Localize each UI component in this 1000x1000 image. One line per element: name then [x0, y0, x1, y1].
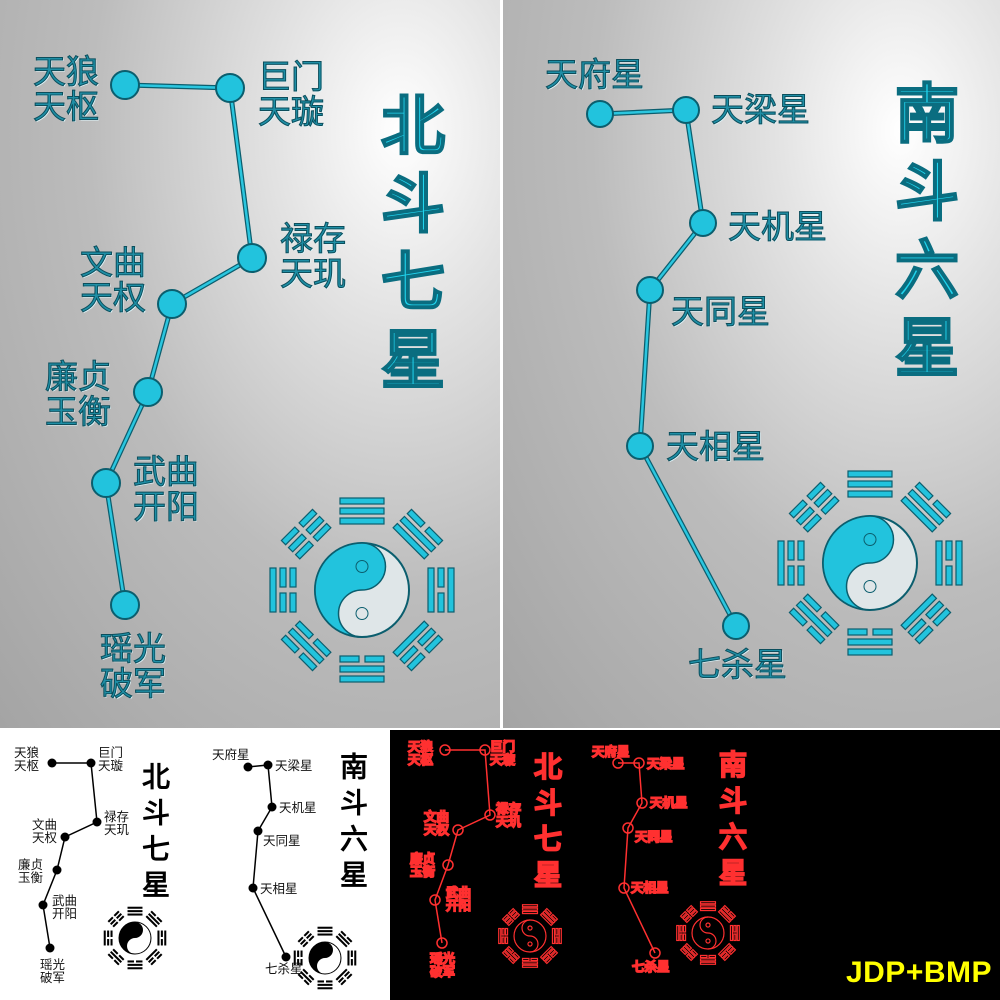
star-tianshu	[110, 70, 140, 100]
taiji-bagua-icon	[777, 470, 963, 656]
label-tianxuan: 巨门 天璇	[258, 57, 325, 131]
label-tianliang: 天梁星	[711, 90, 811, 129]
taiji-bagua-icon	[103, 906, 167, 970]
star-tianliang	[672, 96, 700, 124]
red-label-tianxiang: 天相星	[630, 880, 669, 895]
red-label-tianliang: 天梁星	[646, 756, 685, 771]
black-label-kaiyang: 武曲 开阳	[52, 893, 78, 922]
label-kaiyang: 武曲 开阳	[133, 452, 200, 526]
red-label-tiantong: 天同星	[634, 829, 673, 844]
star-tianji	[237, 243, 267, 273]
red-outline-panel: 天狼 天枢 巨门 天璇 禄存 天玑 文曲 天权 廉贞 玉衡 武曲 开阳 瑶光 破…	[390, 730, 1000, 1000]
taiji-bagua-icon	[498, 904, 562, 968]
star-tiantong	[636, 276, 664, 304]
black-label-tianquan: 文曲 天权	[32, 817, 58, 846]
red-label-yaoguang: 瑶光 破军	[429, 951, 456, 980]
red-south-title: 南斗六星	[714, 749, 749, 895]
black-label-yaoguang: 瑶光 破军	[40, 957, 66, 986]
label-qisha: 七杀星	[688, 645, 788, 684]
format-label: JDP+BMP	[845, 956, 992, 989]
black-label-tianliang: 天梁星	[275, 758, 313, 773]
label-tianxiang: 天相星	[666, 427, 766, 466]
red-label-tianshu: 天狼 天枢	[407, 739, 434, 768]
black-label-tianxiang: 天相星	[260, 881, 298, 896]
black-north-title: 北斗七星	[138, 762, 171, 906]
star-yaoguang	[110, 590, 140, 620]
red-label-tianxuan: 巨门 天璇	[489, 739, 516, 768]
star-kaiyang	[91, 468, 121, 498]
taiji-bagua-icon	[676, 901, 740, 965]
label-tiantong: 天同星	[671, 292, 771, 331]
red-label-kaiyang: 武曲 开阳	[445, 885, 472, 914]
north-title: 北斗七星	[369, 91, 446, 405]
north-dipper-metal-panel: 天狼 天枢 巨门 天璇 禄存 天玑 文曲 天权 廉贞 玉衡 武曲 开阳 瑶光 破…	[0, 0, 500, 728]
label-tianfu: 天府星	[545, 55, 645, 94]
red-label-tianji: 禄存 天玑	[495, 801, 522, 830]
black-label-qisha: 七杀星	[265, 961, 303, 976]
star-tianxiang	[626, 432, 654, 460]
star-tianji-south	[689, 209, 717, 237]
label-tianji-south: 天机星	[728, 207, 828, 246]
red-label-qisha: 七杀星	[631, 959, 670, 974]
label-yuheng: 廉贞 玉衡	[45, 357, 112, 431]
south-title: 南斗六星	[883, 79, 960, 393]
star-yuheng	[133, 377, 163, 407]
taiji-bagua-icon	[293, 926, 357, 990]
red-north-title: 北斗七星	[529, 751, 564, 897]
star-qisha	[722, 612, 750, 640]
red-label-yuheng: 廉贞 玉衡	[409, 851, 436, 880]
south-dipper-lines	[586, 96, 963, 656]
label-tianji: 禄存 天玑	[280, 219, 347, 293]
south-dipper-metal-panel: 天府星 天梁星 天机星 天同星 天相星 七杀星 南斗六星	[503, 0, 1000, 728]
black-label-tianji-south: 天机星	[279, 800, 317, 815]
black-label-tianxuan: 巨门 天璇	[98, 745, 124, 774]
label-tianquan: 文曲 天权	[80, 243, 147, 317]
taiji-bagua-icon	[269, 497, 455, 683]
black-label-tianfu: 天府星	[212, 747, 250, 762]
red-label-tianfu: 天府星	[591, 744, 630, 759]
black-lineart-lines	[38, 758, 357, 990]
black-label-tianji: 禄存 天玑	[104, 809, 130, 838]
star-tianfu	[586, 100, 614, 128]
star-tianquan	[157, 289, 187, 319]
north-dipper-lines	[91, 70, 455, 683]
red-label-tianquan: 文曲 天权	[423, 809, 450, 838]
star-tianxuan	[215, 73, 245, 103]
red-outline-lines	[429, 744, 740, 968]
black-label-tianshu: 天狼 天枢	[14, 745, 40, 774]
red-label-tianji-south: 天机星	[649, 795, 688, 810]
label-tianshu: 天狼 天枢	[33, 52, 100, 126]
black-label-tiantong: 天同星	[263, 833, 301, 848]
label-yaoguang: 瑶光 破军	[100, 629, 167, 703]
black-south-title: 南斗六星	[336, 752, 369, 896]
black-label-yuheng: 廉贞 玉衡	[18, 857, 44, 886]
